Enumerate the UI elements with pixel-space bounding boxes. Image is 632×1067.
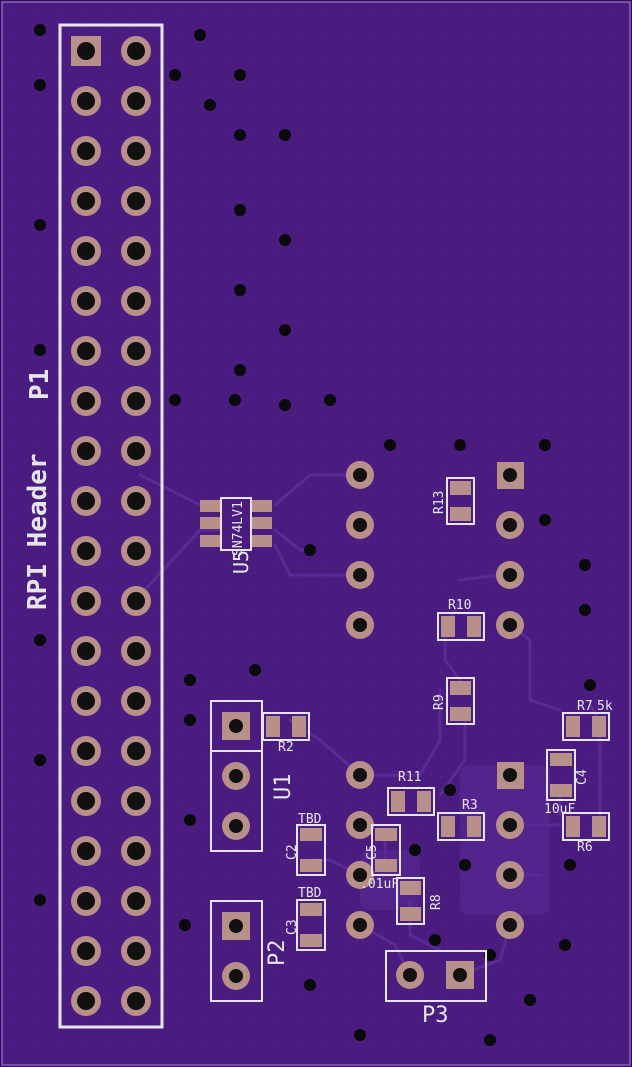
pads-column-c xyxy=(346,761,374,939)
header-pin-hole xyxy=(77,492,95,510)
u5-value-label: SN74LV1 xyxy=(231,501,246,556)
smd-parts: R2 TBD C2 TBD C3 C5 .01uF xyxy=(262,477,613,951)
c3-value-label: TBD xyxy=(298,886,322,901)
c5-value-label: .01uF xyxy=(360,877,399,892)
r7-label: R7 xyxy=(577,699,593,714)
c2-label: C2 xyxy=(285,844,300,860)
header-pin-hole xyxy=(77,992,95,1010)
u1-ref-label: U1 xyxy=(271,774,296,801)
r6-label: R6 xyxy=(577,840,593,855)
header-pin-hole xyxy=(127,692,145,710)
header-p1-outline xyxy=(58,23,164,1029)
header-pin-hole xyxy=(77,92,95,110)
r3-label: R3 xyxy=(462,798,478,813)
header-pin-hole xyxy=(127,642,145,660)
u5-ref-label: U5 xyxy=(229,550,253,574)
tht-pads xyxy=(346,461,524,939)
header-pin-hole xyxy=(127,342,145,360)
header-pin-hole xyxy=(127,892,145,910)
pads-column-b xyxy=(496,462,524,639)
header-pin-hole xyxy=(127,992,145,1010)
r9-resistor: R9 xyxy=(432,677,475,725)
header-pin-hole xyxy=(77,142,95,160)
r8-resistor: R8 xyxy=(396,877,444,925)
header-pin-hole xyxy=(77,942,95,960)
header-pin-hole xyxy=(127,492,145,510)
header-p1-pins xyxy=(71,36,151,1016)
header-pin-hole xyxy=(77,42,95,60)
r11-resistor: R11 xyxy=(387,770,435,816)
header-ref-label: P1 xyxy=(25,369,55,400)
header-pin-hole xyxy=(77,792,95,810)
r7-value-label: 5k xyxy=(597,699,613,714)
header-pin-hole xyxy=(127,392,145,410)
header-pin-hole xyxy=(127,242,145,260)
c4-capacitor: C4 10uF xyxy=(544,749,590,817)
header-pin-hole xyxy=(77,442,95,460)
pads-column-d xyxy=(496,762,524,939)
header-pin-hole xyxy=(127,592,145,610)
r9-label: R9 xyxy=(432,694,447,710)
header-pin-hole xyxy=(127,542,145,560)
header-pin-hole xyxy=(77,292,95,310)
header-pin-hole xyxy=(127,92,145,110)
r2-label: R2 xyxy=(278,740,294,755)
header-pin-hole xyxy=(77,642,95,660)
r6-resistor: R6 xyxy=(562,812,610,855)
p2-connector: P2 xyxy=(210,900,290,1002)
header-pin-hole xyxy=(77,892,95,910)
header-pin-hole xyxy=(77,242,95,260)
header-pin-hole xyxy=(77,592,95,610)
u1-component: U1 xyxy=(210,700,296,852)
r3-resistor: R3 xyxy=(437,798,485,841)
r10-resistor: R10 xyxy=(437,598,485,641)
r13-label: R13 xyxy=(432,491,447,514)
c4-value-label: 10uF xyxy=(544,802,575,817)
header-pin-hole xyxy=(127,292,145,310)
p3-ref-label: P3 xyxy=(422,1003,449,1028)
header-pin-hole xyxy=(127,192,145,210)
header-pin-hole xyxy=(77,542,95,560)
pads-column-a xyxy=(346,461,374,639)
header-pin-hole xyxy=(127,942,145,960)
r8-label: R8 xyxy=(429,894,444,910)
header-pin-hole xyxy=(77,692,95,710)
header-pin-hole xyxy=(77,342,95,360)
header-pin-hole xyxy=(127,742,145,760)
r7-resistor: R7 5k xyxy=(562,699,613,741)
c2-value-label: TBD xyxy=(298,812,322,827)
c2-capacitor: TBD C2 xyxy=(285,812,326,876)
c3-label: C3 xyxy=(285,919,300,935)
header-pin-hole xyxy=(77,392,95,410)
c5-capacitor: C5 .01uF xyxy=(360,824,401,892)
header-pin-hole xyxy=(127,42,145,60)
r11-label: R11 xyxy=(398,770,421,785)
header-pin-hole xyxy=(77,742,95,760)
c5-label: C5 xyxy=(365,844,380,860)
r10-label: R10 xyxy=(448,598,471,613)
header-pin-hole xyxy=(77,842,95,860)
header-pin-hole xyxy=(77,192,95,210)
header-pin-hole xyxy=(127,792,145,810)
header-pin-hole xyxy=(127,842,145,860)
r2-resistor: R2 xyxy=(262,712,310,755)
r13-resistor: R13 xyxy=(432,477,475,525)
header-pin-hole xyxy=(127,442,145,460)
c4-label: C4 xyxy=(575,769,590,785)
p2-ref-label: P2 xyxy=(265,940,290,967)
p3-connector: P3 xyxy=(385,950,487,1028)
header-pin-hole xyxy=(127,142,145,160)
c3-capacitor: TBD C3 xyxy=(285,886,326,951)
header-name-label: RPI Header xyxy=(23,453,53,610)
u5-ic: SN74LV1 U5 xyxy=(200,497,272,574)
